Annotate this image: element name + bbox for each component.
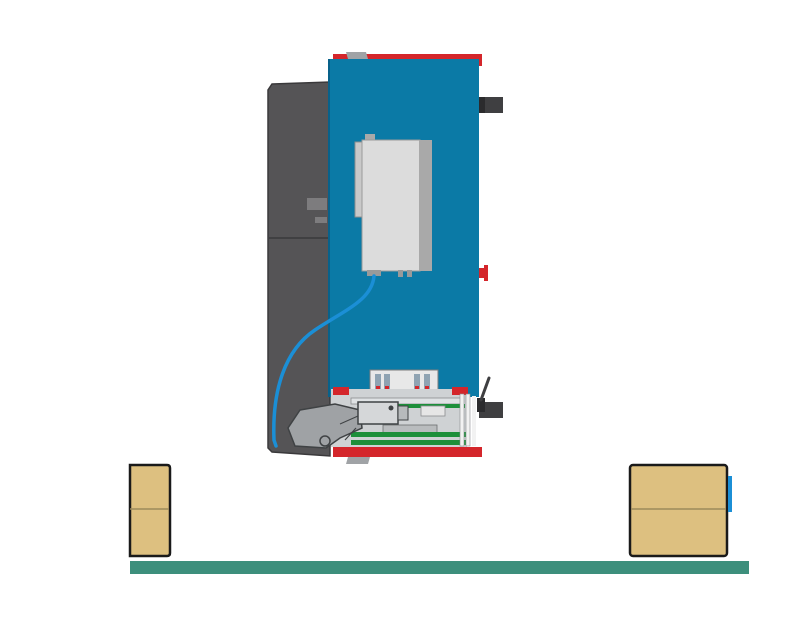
frame-top-clip <box>346 52 368 59</box>
frame-bottom <box>333 447 482 457</box>
control-unit <box>354 134 432 277</box>
frame-bottom-clip <box>346 457 370 464</box>
conveyor-belt <box>130 561 749 574</box>
release-lever <box>479 376 491 402</box>
carton-right <box>628 463 732 558</box>
air-hose <box>272 274 376 448</box>
applicator-arm <box>287 401 409 449</box>
red-handle <box>479 268 485 278</box>
carton-label-indicator <box>728 476 732 512</box>
carton-left <box>128 463 172 558</box>
